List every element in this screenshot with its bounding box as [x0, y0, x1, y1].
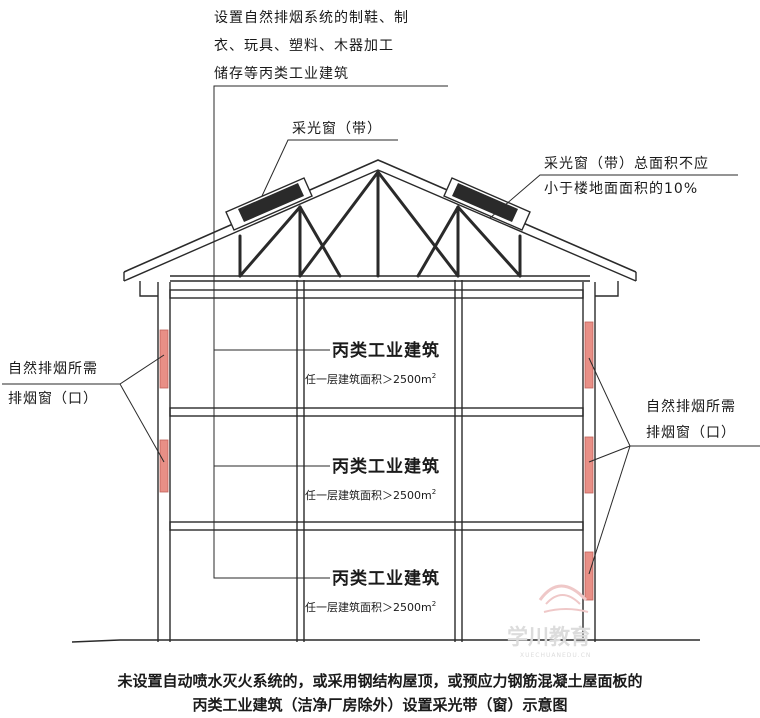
floor-2-title: 丙类工业建筑: [332, 456, 440, 477]
truss-web: [238, 170, 522, 278]
leader-right-window-bottom: [588, 445, 631, 575]
skylight-left: [225, 177, 313, 231]
eave-bracket-right: [595, 281, 619, 297]
right-window-label-line-2: 排烟窗（口）: [646, 424, 736, 441]
watermark-url: XUECHUANEDU.CN: [520, 652, 591, 659]
left-window-label-line-1: 自然排烟所需: [8, 360, 98, 377]
right-window-label-line-1: 自然排烟所需: [646, 398, 736, 415]
skylight-area-note-line-1: 采光窗（带）总面积不应: [544, 155, 709, 172]
watermark-name: 学川教育: [507, 625, 591, 649]
right-exhaust-window-2: [584, 436, 594, 494]
right-exhaust-window-1: [584, 321, 594, 389]
leader-skylight: [261, 139, 398, 197]
roof-top-edge: [123, 159, 637, 273]
skylight-label: 采光窗（带）: [292, 120, 382, 137]
ground-line: [71, 639, 700, 643]
top-note-line-3: 储存等丙类工业建筑: [214, 65, 349, 82]
leader-lines: [2, 85, 760, 579]
floor-1-area: 任一层建筑面积＞2500m2: [305, 372, 436, 386]
leader-right-window-mid: [588, 445, 631, 463]
leader-top-note: [213, 85, 448, 579]
floor-3-title: 丙类工业建筑: [332, 568, 440, 589]
left-window-label-line-2: 排烟窗（口）: [8, 390, 98, 407]
floor-2-area: 任一层建筑面积＞2500m2: [305, 488, 436, 502]
floor-3-area: 任一层建筑面积＞2500m2: [305, 600, 436, 614]
watermark: 学川教育 XUECHUANEDU.CN: [507, 584, 591, 659]
skylight-area-note-line-2: 小于楼地面面积的10%: [544, 181, 698, 197]
caption-line-1: 未设置自动喷水灭火系统的，或采用钢结构屋顶，或预应力钢筋混凝土屋面板的: [116, 672, 642, 690]
leader-left-window-bottom: [119, 383, 165, 463]
top-note-line-2: 衣、玩具、塑料、木器加工: [214, 38, 394, 54]
left-exhaust-window-1: [159, 329, 169, 389]
roof-bottom-edge: [123, 169, 637, 282]
caption-line-2: 丙类工业建筑（洁净厂房除外）设置采光带（窗）示意图: [192, 696, 567, 714]
floor-slab-3: [169, 521, 584, 531]
watermark-logo: [538, 584, 589, 613]
right-exhaust-window-3: [584, 551, 594, 601]
skylight-right: [443, 177, 531, 231]
roof-slab: [169, 289, 584, 299]
leader-skylight-area: [489, 174, 738, 219]
floor-slab-2: [169, 407, 584, 417]
eave-bracket-left: [139, 281, 158, 297]
floor-1-title: 丙类工业建筑: [332, 340, 440, 361]
top-note-line-1: 设置自然排烟系统的制鞋、制: [214, 9, 409, 26]
smoke-exhaust-windows: [159, 321, 594, 601]
building-structure: [71, 159, 700, 643]
left-exhaust-window-2: [159, 439, 169, 493]
